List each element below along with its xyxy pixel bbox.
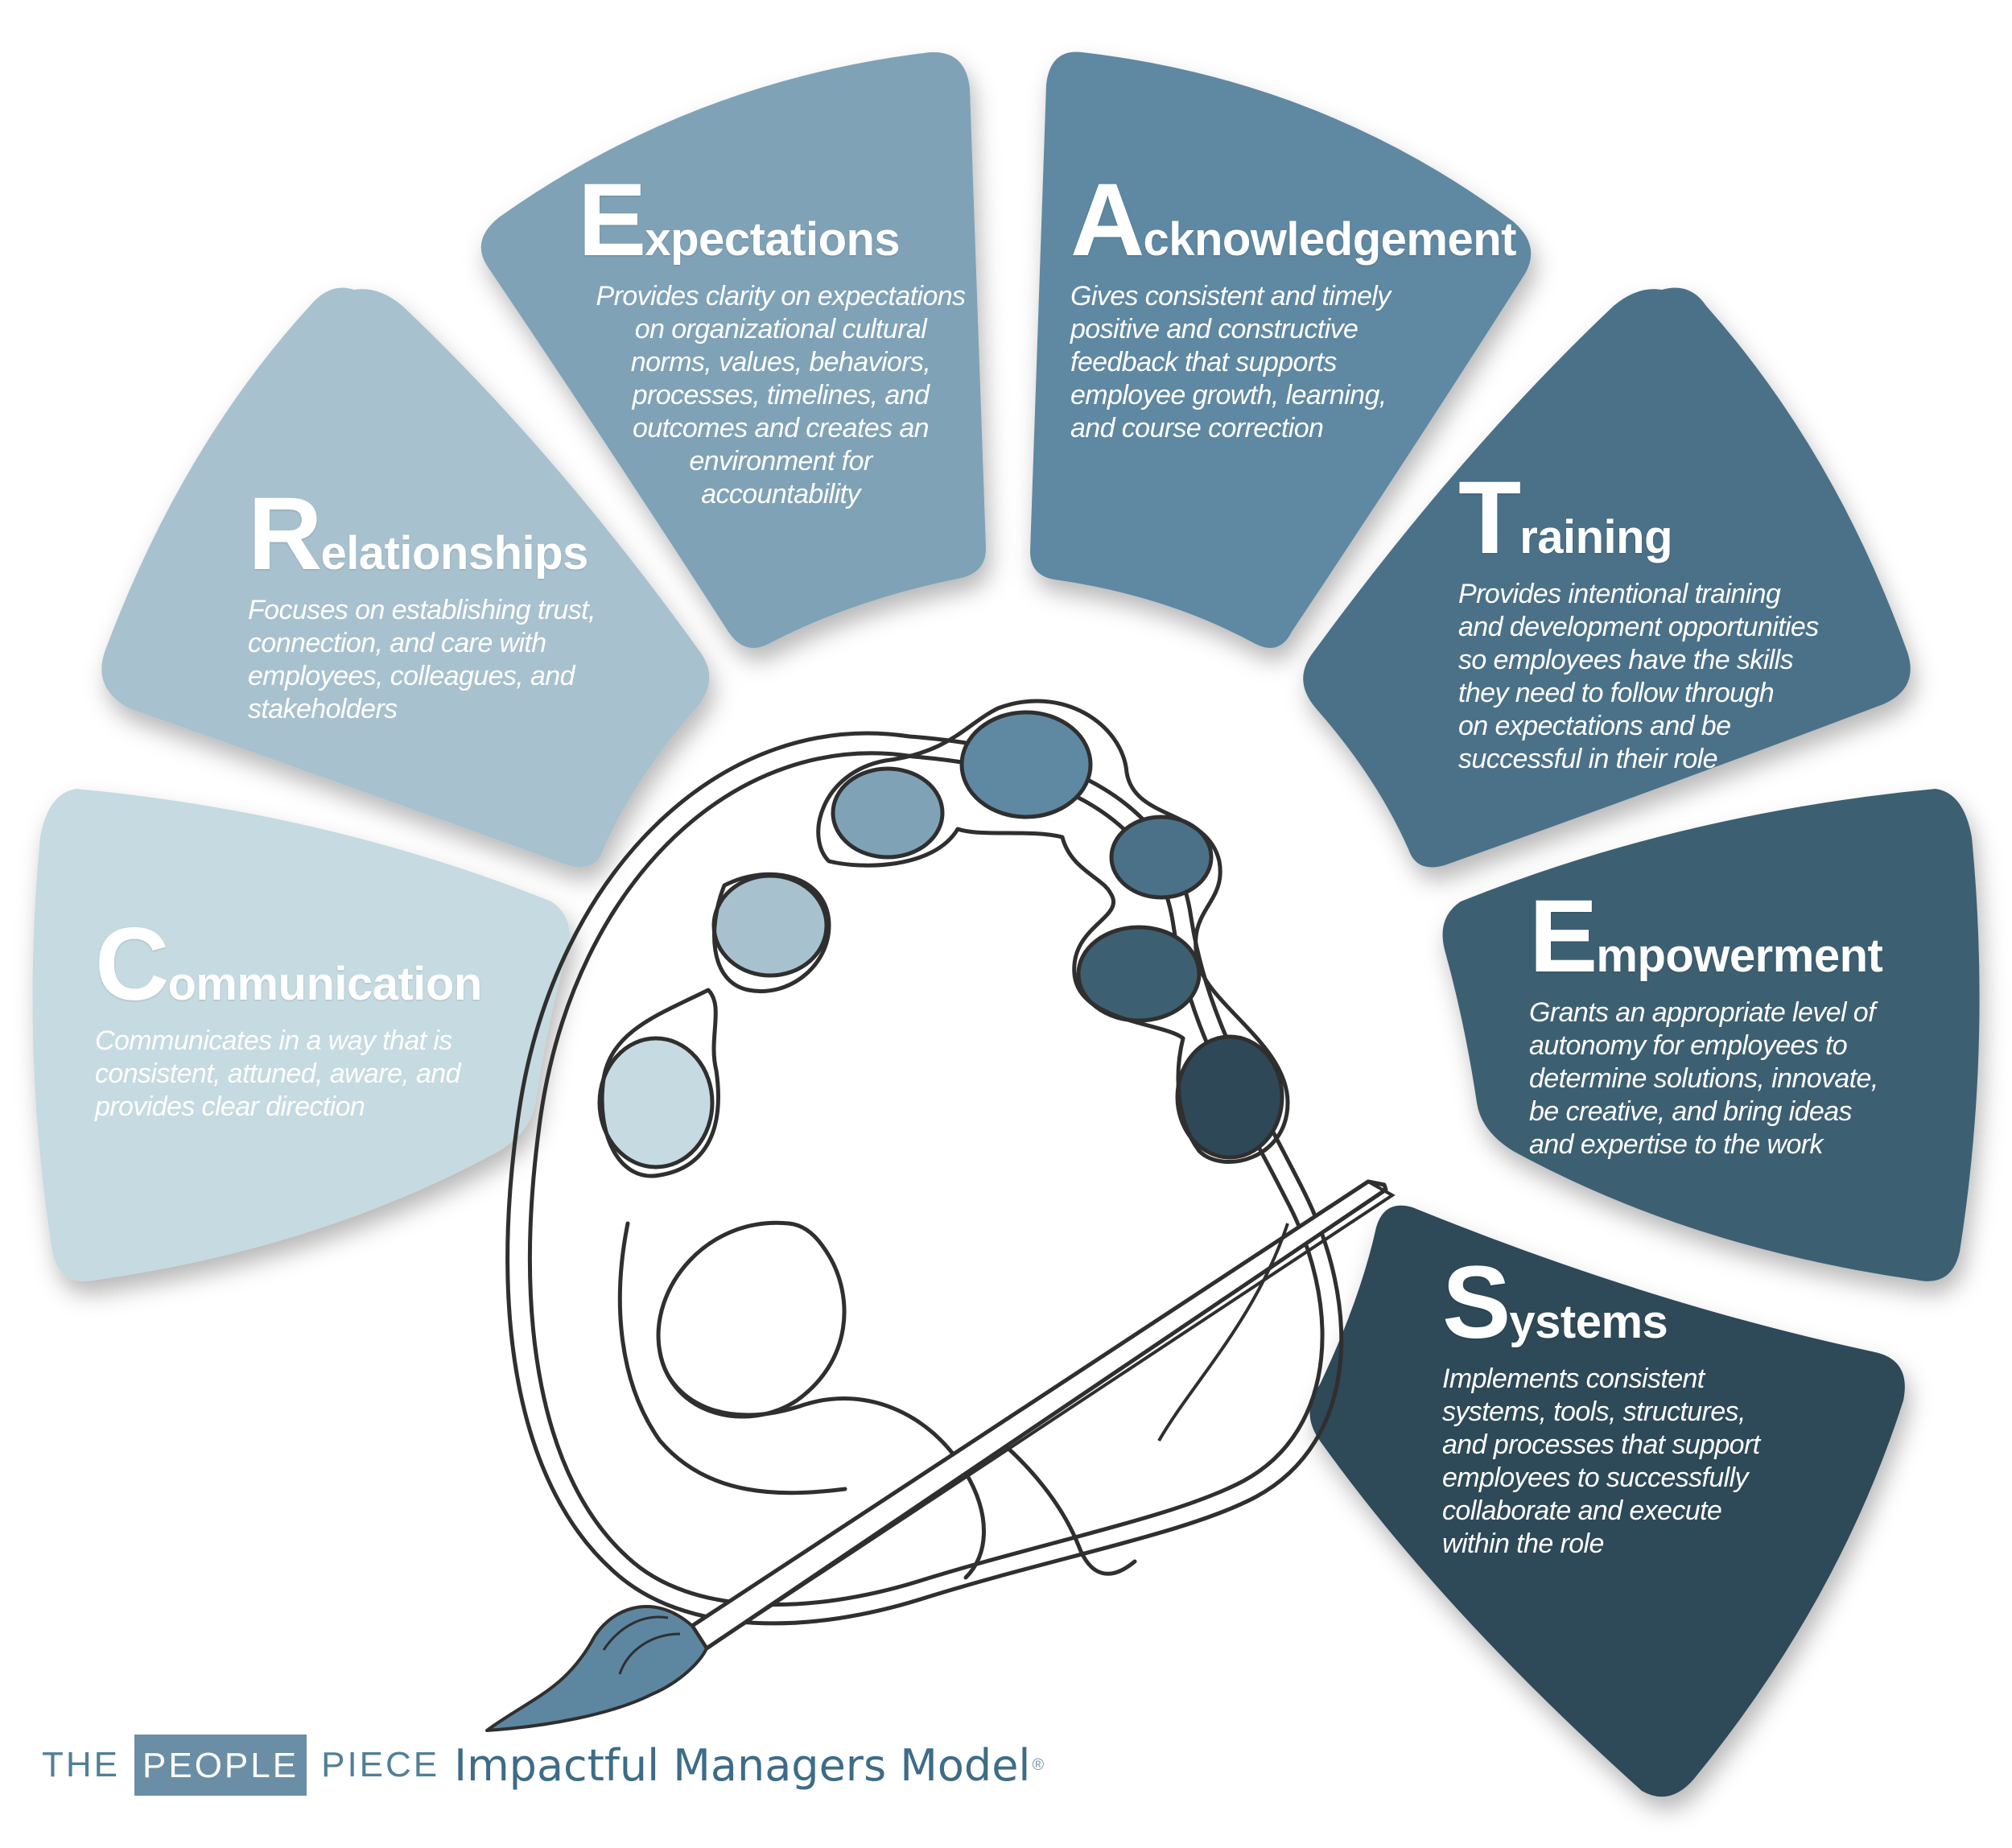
systems-text: Systems Implements consistent systems, t… — [1442, 1252, 1845, 1561]
title-initial: A — [1070, 163, 1144, 278]
communication-description: Communicates in a way that is consistent… — [95, 1025, 461, 1122]
segment-training — [1303, 287, 1911, 868]
brand-the: THE — [42, 1745, 120, 1784]
title-rest: cknowledgement — [1143, 213, 1516, 266]
acknowledgement-description: Gives consistent and timely positive and… — [1070, 281, 1391, 443]
systems-title: Systems — [1442, 1252, 1845, 1355]
relationships-title: Relationships — [248, 483, 666, 586]
paintbrush-icon — [485, 1179, 1396, 1732]
communication-text: Communication Communicates in a way that… — [95, 914, 546, 1124]
segment-systems — [1309, 1205, 1905, 1797]
title-rest: xpectations — [645, 213, 901, 266]
brand-people: PEOPLE — [134, 1735, 307, 1796]
title-rest: ystems — [1509, 1296, 1668, 1348]
expectations-text: Expectations Provides clarity on expecta… — [563, 169, 998, 511]
artist-palette-icon — [505, 699, 1344, 1626]
title-initial: E — [578, 163, 646, 278]
segment-acknowledgement — [1030, 52, 1532, 648]
title-rest: elationships — [320, 527, 588, 580]
relationships-description: Focuses on establishing trust, connectio… — [248, 595, 596, 724]
segment-empowerment — [1442, 789, 1980, 1281]
empowerment-description: Grants an appropriate level of autonomy … — [1529, 997, 1878, 1160]
brand-model-name: Impactful Managers Model — [454, 1739, 1031, 1791]
training-title: Training — [1458, 467, 1877, 570]
acknowledgement-title: Acknowledgement — [1070, 169, 1521, 272]
registered-mark: ® — [1032, 1755, 1045, 1774]
expectations-title: Expectations — [563, 169, 998, 272]
title-initial: R — [248, 476, 322, 592]
title-initial: T — [1458, 460, 1521, 575]
training-text: Training Provides intentional training a… — [1458, 467, 1877, 776]
title-initial: C — [95, 907, 169, 1022]
acknowledgement-text: Acknowledgement Gives consistent and tim… — [1070, 169, 1521, 445]
brand-piece: PIECE — [321, 1745, 440, 1784]
systems-description: Implements consistent systems, tools, st… — [1442, 1363, 1760, 1559]
title-rest: ommunication — [167, 958, 482, 1010]
title-initial: E — [1529, 879, 1598, 994]
segment-communication — [32, 789, 570, 1281]
segment-relationships — [101, 287, 710, 868]
training-description: Provides intentional training and develo… — [1458, 579, 1819, 774]
segment-expectations — [480, 52, 987, 648]
title-rest: raining — [1519, 511, 1673, 563]
empowerment-title: Empowerment — [1529, 885, 1964, 988]
title-rest: mpowerment — [1596, 930, 1883, 982]
brand-wordmark: THE PEOPLE PIECE Impactful Managers Mode… — [42, 1735, 1044, 1796]
empowerment-text: Empowerment Grants an appropriate level … — [1529, 885, 1964, 1161]
title-initial: S — [1442, 1245, 1511, 1360]
communication-title: Communication — [95, 914, 546, 1017]
expectations-description: Provides clarity on expectations on orga… — [596, 281, 967, 509]
relationships-text: Relationships Focuses on establishing tr… — [248, 483, 666, 726]
